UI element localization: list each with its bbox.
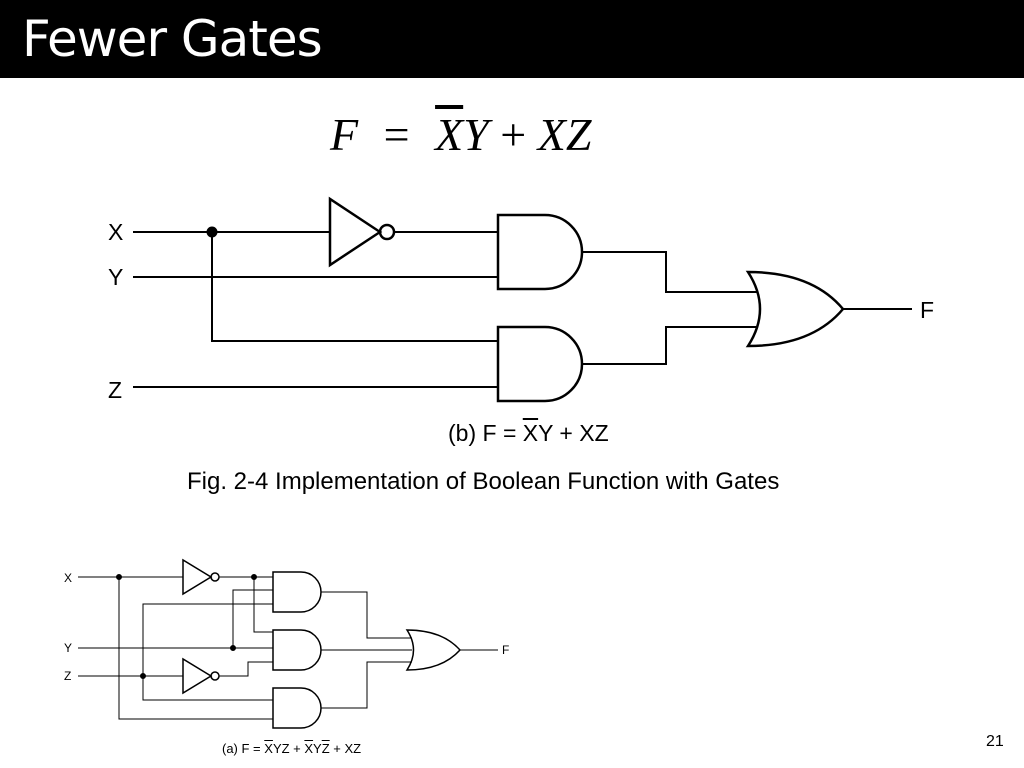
junction-dot-small [230, 645, 236, 651]
not-gate-small [182, 657, 213, 695]
equation-lhs: F [330, 109, 359, 160]
junction-dot-small [116, 574, 122, 580]
caption-a: (a) F = XYZ + XYZ + XZ [222, 741, 361, 756]
wire-znot-small [219, 661, 273, 677]
input-x-label-small: X [64, 571, 72, 585]
caption-b-prefix: (b) F = [448, 420, 523, 446]
bottom-stripe [0, 762, 1024, 768]
circuit-a: X Y Z F [64, 558, 509, 729]
figure-caption: Fig. 2-4 Implementation of Boolean Funct… [187, 468, 780, 495]
or-gate [745, 270, 845, 348]
caption-b-bar: X [522, 420, 539, 446]
not-bubble-small [210, 572, 220, 582]
not-bubble-small [210, 671, 220, 681]
boolean-equation: F = XY + XZ [330, 108, 591, 161]
input-y-label-small: Y [64, 641, 72, 655]
and-gate-1 [496, 213, 584, 291]
equation-plus: + [500, 109, 527, 160]
output-f-label-small: F [502, 643, 509, 657]
wire-and2-out [582, 326, 758, 365]
caption-b: (b) F = XY + XZ [448, 420, 609, 447]
or-gate-small [405, 629, 462, 671]
input-z-label: Z [108, 377, 122, 403]
and-gate-small [272, 687, 322, 729]
wire-and1-out [582, 251, 758, 293]
slide-title: Fewer Gates [22, 10, 323, 68]
caption-a-t3: + XZ [329, 741, 362, 756]
junction-dot-small [251, 574, 257, 580]
equation-equals: = [383, 109, 410, 160]
title-bar: Fewer Gates [0, 0, 1024, 78]
page-number: 21 [986, 733, 1004, 750]
input-x-label: X [108, 219, 123, 245]
wire-x-branch-small [118, 577, 273, 720]
caption-a-t1-bar: X [264, 741, 273, 756]
wire-z-branch-small [142, 603, 273, 676]
input-z-label-small: Z [64, 669, 71, 683]
wire-x-branch [211, 232, 498, 342]
junction-dot [206, 226, 218, 238]
wire-y-branch-small [232, 589, 273, 648]
wire-and-out-small [321, 591, 412, 639]
equation-xz: XZ [537, 109, 592, 160]
not-bubble [378, 223, 396, 241]
wire-xnot-branch [253, 577, 273, 633]
caption-a-prefix: (a) F = [222, 741, 265, 756]
not-gate [328, 196, 383, 268]
caption-b-rest: Y + XZ [538, 420, 609, 446]
equation-x-bar: X [435, 109, 464, 160]
input-y-label: Y [108, 264, 123, 290]
circuit-b: X Y Z F [108, 196, 934, 403]
and-gate-2 [496, 325, 584, 403]
and-gate-small [272, 629, 322, 671]
caption-a-t2-zbar: Z [321, 741, 330, 756]
not-gate-small [182, 558, 213, 596]
caption-a-t1-rest: YZ + [272, 741, 305, 756]
caption-a-t2-mid: Y [313, 741, 322, 756]
caption-a-t2-bar: X [304, 741, 314, 756]
and-gate-small [272, 571, 322, 613]
output-f-label: F [920, 297, 934, 323]
equation-y: Y [463, 109, 489, 160]
wire-z-gate3-small [142, 676, 273, 701]
wire-and-out-small [321, 661, 412, 709]
